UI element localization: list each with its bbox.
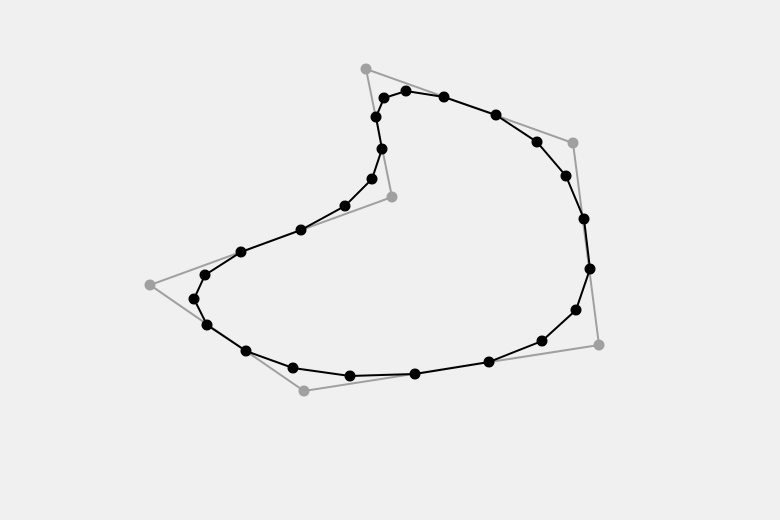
curve-point-23 bbox=[378, 92, 390, 104]
control-point-0 bbox=[360, 63, 372, 75]
control-point-2 bbox=[593, 339, 605, 351]
curve-point-17 bbox=[235, 246, 247, 258]
curve-point-16 bbox=[199, 269, 211, 281]
curve-point-10 bbox=[409, 368, 421, 380]
curve-point-22 bbox=[370, 111, 382, 123]
curve-point-7 bbox=[570, 304, 582, 316]
curve-point-6 bbox=[584, 263, 596, 275]
curve-layer bbox=[192, 89, 592, 378]
curve-point-15 bbox=[188, 293, 200, 305]
curve-point-11 bbox=[344, 370, 356, 382]
curve-point-20 bbox=[366, 173, 378, 185]
curve-point-14 bbox=[201, 319, 213, 331]
control-point-5 bbox=[386, 191, 398, 203]
curve-point-8 bbox=[536, 335, 548, 347]
control-point-1 bbox=[567, 137, 579, 149]
control-points-layer bbox=[144, 63, 605, 397]
curve-point-3 bbox=[531, 136, 543, 148]
curve-point-4 bbox=[560, 170, 572, 182]
curve-point-5 bbox=[578, 213, 590, 225]
curve-point-12 bbox=[287, 362, 299, 374]
curve-point-9 bbox=[483, 356, 495, 368]
curve-points-layer bbox=[188, 85, 596, 382]
curve-point-21 bbox=[376, 143, 388, 155]
control-point-4 bbox=[144, 279, 156, 291]
subdivided-curve-outline bbox=[192, 89, 592, 378]
curve-point-19 bbox=[339, 200, 351, 212]
curve-point-18 bbox=[295, 224, 307, 236]
curve-point-0 bbox=[400, 85, 412, 97]
curve-point-2 bbox=[490, 109, 502, 121]
curve-point-13 bbox=[240, 345, 252, 357]
control-point-3 bbox=[298, 385, 310, 397]
curve-point-1 bbox=[438, 91, 450, 103]
